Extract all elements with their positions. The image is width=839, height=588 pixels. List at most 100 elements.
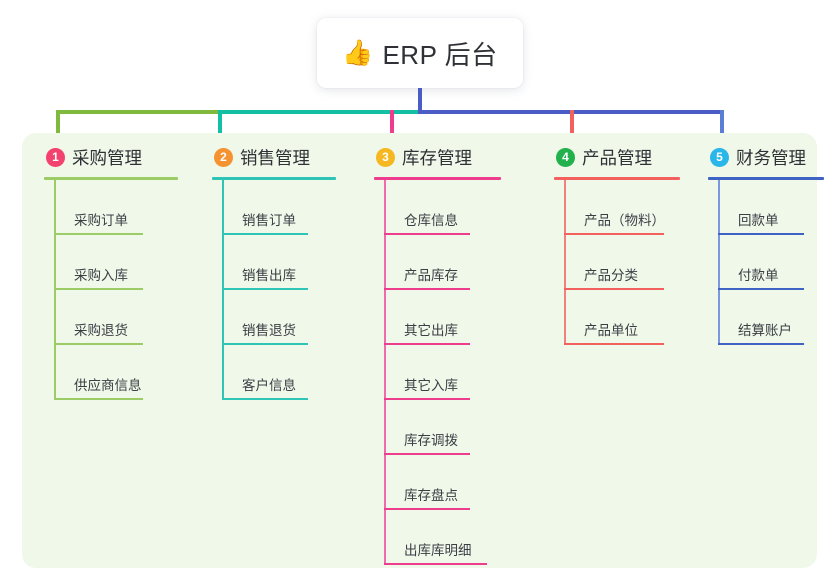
list-item[interactable]: 产品单位 — [564, 290, 684, 345]
list-item-label: 销售出库 — [242, 268, 296, 283]
list-item-rule — [54, 288, 143, 290]
list-item-label: 付款单 — [738, 268, 779, 283]
column-index-badge: 4 — [556, 147, 575, 167]
list-item-rule — [564, 233, 664, 235]
list-item[interactable]: 回款单 — [718, 180, 817, 235]
list-item[interactable]: 产品库存 — [384, 235, 534, 290]
list-item[interactable]: 其它出库 — [384, 290, 534, 345]
list-item-rule — [384, 398, 470, 400]
root-node-title: ERP 后台 — [382, 39, 498, 70]
column-spine — [564, 180, 566, 345]
column-index-badge: 3 — [376, 147, 395, 167]
column-header-4[interactable]: 4 产品管理 — [544, 137, 684, 177]
column-items: 回款单付款单结算账户 — [718, 180, 817, 345]
list-item-label: 产品分类 — [584, 268, 638, 283]
list-item-label: 产品（物料） — [584, 213, 665, 228]
connector-drop-2 — [218, 110, 222, 152]
column-spine — [718, 180, 720, 345]
list-item-label: 仓库信息 — [404, 213, 458, 228]
connector-drop-4 — [570, 110, 574, 152]
list-item-rule — [384, 508, 470, 510]
list-item-rule — [718, 343, 804, 345]
list-item-rule — [718, 288, 804, 290]
list-item-rule — [384, 453, 470, 455]
list-item[interactable]: 销售订单 — [222, 180, 354, 235]
list-item[interactable]: 供应商信息 — [54, 345, 192, 400]
list-item-rule — [222, 343, 308, 345]
list-item-rule — [384, 563, 487, 565]
list-item-label: 其它入库 — [404, 378, 458, 393]
column-header-label: 产品管理 — [582, 147, 652, 168]
column-index-badge: 1 — [46, 147, 65, 167]
list-item[interactable]: 销售退货 — [222, 290, 354, 345]
connector-drop-3 — [390, 110, 394, 152]
column-header-5[interactable]: 5 财务管理 — [698, 137, 817, 177]
column-items: 销售订单销售出库销售退货客户信息 — [222, 180, 354, 400]
list-item[interactable]: 结算账户 — [718, 290, 817, 345]
column-spine — [384, 180, 386, 565]
list-item[interactable]: 库存盘点 — [384, 455, 534, 510]
list-item[interactable]: 客户信息 — [222, 345, 354, 400]
list-item-rule — [384, 233, 470, 235]
diagram-panel — [22, 133, 817, 568]
column-header-1[interactable]: 1 采购管理 — [34, 137, 192, 177]
connector-bus-middle — [218, 110, 421, 114]
column-header-rule — [708, 177, 824, 180]
list-item-rule — [54, 398, 143, 400]
thumbs-up-icon: 👍 — [342, 38, 374, 67]
root-node-card[interactable]: 👍 ERP 后台 — [317, 18, 523, 88]
list-item[interactable]: 库存调拨 — [384, 400, 534, 455]
list-item-rule — [384, 343, 470, 345]
list-item-label: 供应商信息 — [74, 378, 142, 393]
list-item-label: 产品单位 — [584, 323, 638, 338]
column-items: 产品（物料） 产品分类产品单位 — [564, 180, 684, 345]
list-item[interactable]: 销售出库 — [222, 235, 354, 290]
column-header-rule — [374, 177, 501, 180]
list-item-rule — [564, 343, 664, 345]
list-item-rule — [384, 288, 470, 290]
list-item[interactable]: 采购退货 — [54, 290, 192, 345]
list-item-label: 销售订单 — [242, 213, 296, 228]
connector-drop-1 — [56, 110, 60, 152]
root-connector-stem — [418, 88, 422, 112]
column-header-3[interactable]: 3 库存管理 — [364, 137, 534, 177]
list-item-label: 采购退货 — [74, 323, 128, 338]
column-header-rule — [44, 177, 178, 180]
list-item-rule — [54, 233, 143, 235]
list-item-rule — [564, 288, 664, 290]
column-items: 采购订单采购入库采购退货供应商信息 — [54, 180, 192, 400]
list-item[interactable]: 采购订单 — [54, 180, 192, 235]
list-item-label: 客户信息 — [242, 378, 296, 393]
list-item-label: 采购订单 — [74, 213, 128, 228]
list-item-rule — [718, 233, 804, 235]
connector-drop-5 — [720, 110, 724, 152]
column-header-label: 采购管理 — [72, 147, 142, 168]
list-item-rule — [222, 398, 308, 400]
column-items: 仓库信息产品库存其它出库其它入库库存调拨库存盘点出库库明细 — [384, 180, 534, 565]
column-index-badge: 5 — [710, 147, 729, 167]
column-header-label: 库存管理 — [402, 147, 472, 168]
column-spine — [54, 180, 56, 400]
column-5: 5 财务管理回款单付款单结算账户 — [684, 133, 824, 568]
list-item[interactable]: 其它入库 — [384, 345, 534, 400]
list-item[interactable]: 出库库明细 — [384, 510, 534, 565]
list-item-label: 其它出库 — [404, 323, 458, 338]
column-header-label: 销售管理 — [240, 147, 310, 168]
list-item-label: 销售退货 — [242, 323, 296, 338]
list-item[interactable]: 付款单 — [718, 235, 817, 290]
list-item[interactable]: 产品分类 — [564, 235, 684, 290]
column-header-rule — [212, 177, 336, 180]
list-item-label: 回款单 — [738, 213, 779, 228]
list-item-rule — [222, 233, 308, 235]
list-item-rule — [222, 288, 308, 290]
column-header-label: 财务管理 — [736, 147, 806, 168]
column-3: 3 库存管理仓库信息产品库存其它出库其它入库库存调拨库存盘点出库库明细 — [354, 133, 534, 568]
list-item[interactable]: 采购入库 — [54, 235, 192, 290]
list-item[interactable]: 产品（物料） — [564, 180, 684, 235]
column-1: 1 采购管理采购订单采购入库采购退货供应商信息 — [22, 133, 192, 568]
list-item[interactable]: 仓库信息 — [384, 180, 534, 235]
column-spine — [222, 180, 224, 400]
column-4: 4 产品管理产品（物料） 产品分类产品单位 — [534, 133, 684, 568]
